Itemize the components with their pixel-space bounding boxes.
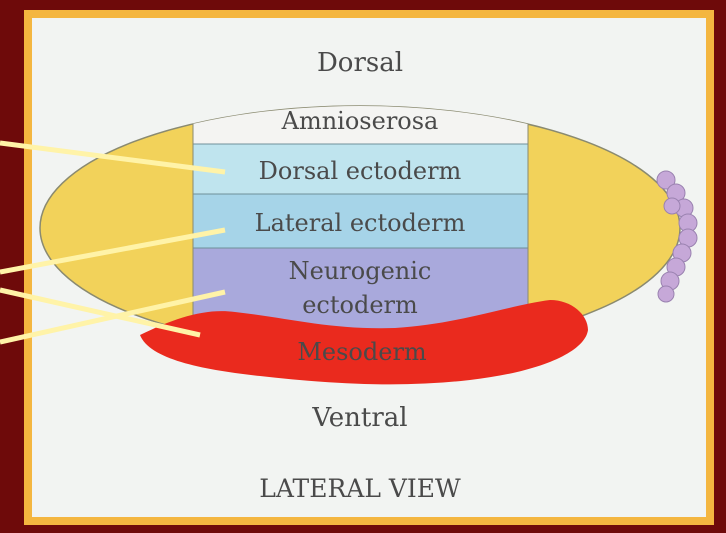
label-neurogenic-line1: Neurogenic [289, 257, 432, 285]
caption-lateral-view: LATERAL VIEW [259, 474, 461, 503]
label-amnioserosa: Amnioserosa [281, 107, 439, 135]
label-dorsal-ectoderm: Dorsal ectoderm [259, 157, 462, 185]
label-mesoderm: Mesoderm [297, 338, 427, 366]
label-dorsal: Dorsal [317, 48, 403, 78]
label-lateral-ectoderm: Lateral ectoderm [255, 209, 466, 237]
label-neurogenic-line2: ectoderm [302, 291, 418, 319]
label-ventral: Ventral [311, 403, 407, 433]
